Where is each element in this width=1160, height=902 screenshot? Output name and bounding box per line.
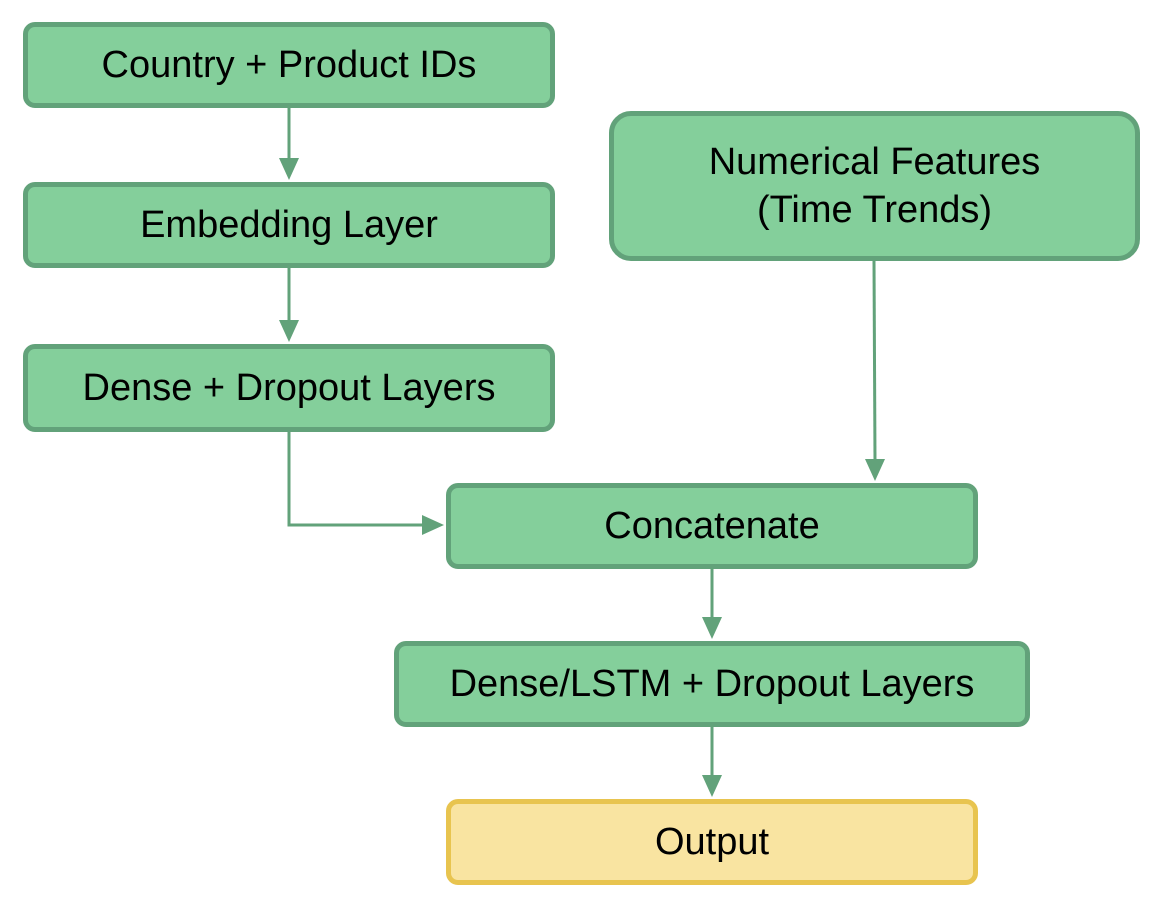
- node-output: Output: [446, 799, 978, 885]
- node-country-product-ids: Country + Product IDs: [23, 22, 555, 108]
- node-embedding-layer: Embedding Layer: [23, 182, 555, 268]
- node-numerical-features: Numerical Features (Time Trends): [609, 111, 1140, 261]
- arrowhead: [702, 617, 722, 639]
- edge-dense-to-concatenate: [287, 432, 424, 527]
- node-label: Concatenate: [604, 505, 820, 547]
- node-label: Output: [654, 821, 770, 863]
- node-dense-lstm-dropout-layers: Dense/LSTM + Dropout Layers: [394, 641, 1030, 727]
- node-label-line2: (Time Trends): [756, 189, 993, 231]
- arrowhead: [279, 320, 299, 342]
- arrowhead: [422, 515, 444, 535]
- node-concatenate: Concatenate: [446, 483, 978, 569]
- node-label: Country + Product IDs: [101, 44, 477, 86]
- node-label: Embedding Layer: [140, 204, 438, 246]
- edge-numerical-to-concatenate: [872, 260, 877, 462]
- node-dense-dropout-layers: Dense + Dropout Layers: [23, 344, 555, 432]
- arrowhead: [702, 775, 722, 797]
- arrowhead: [865, 459, 885, 481]
- node-label: Dense + Dropout Layers: [82, 367, 496, 409]
- node-label-line1: Numerical Features: [708, 141, 1041, 183]
- arrowhead: [279, 158, 299, 180]
- node-label-group: Numerical Features (Time Trends): [709, 138, 1041, 234]
- node-label: Dense/LSTM + Dropout Layers: [449, 663, 975, 705]
